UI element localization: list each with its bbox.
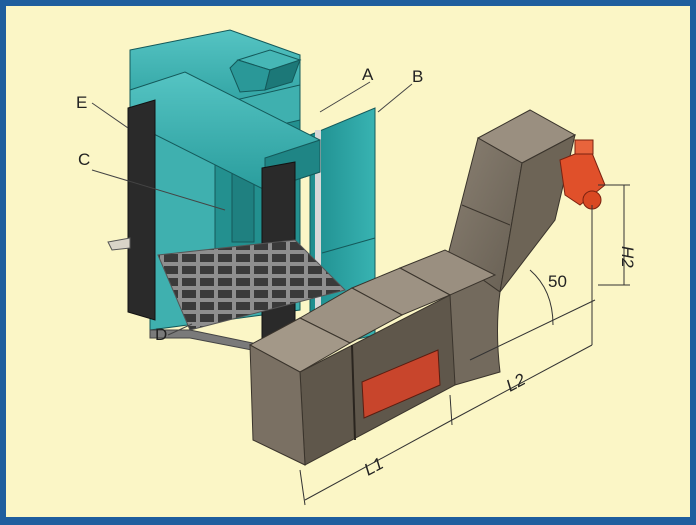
label-c: C [78,150,90,169]
dimension-angle: 50 [548,272,567,291]
dimension-h2: H2 [618,246,637,268]
booth-grating-floor [157,239,346,331]
callout-leaders [91,81,413,336]
label-d: D [155,325,167,344]
conveyor-inlet-opening [361,349,441,419]
booth-column-left [127,99,156,321]
dimension-lines [299,184,630,506]
dimension-l2: L2 [503,370,529,396]
drive-motor [559,139,606,210]
label-b: B [412,67,423,86]
conveyor [248,109,606,466]
conveyor-end-face [249,344,306,466]
label-e: E [76,93,87,112]
label-a: A [362,65,374,84]
